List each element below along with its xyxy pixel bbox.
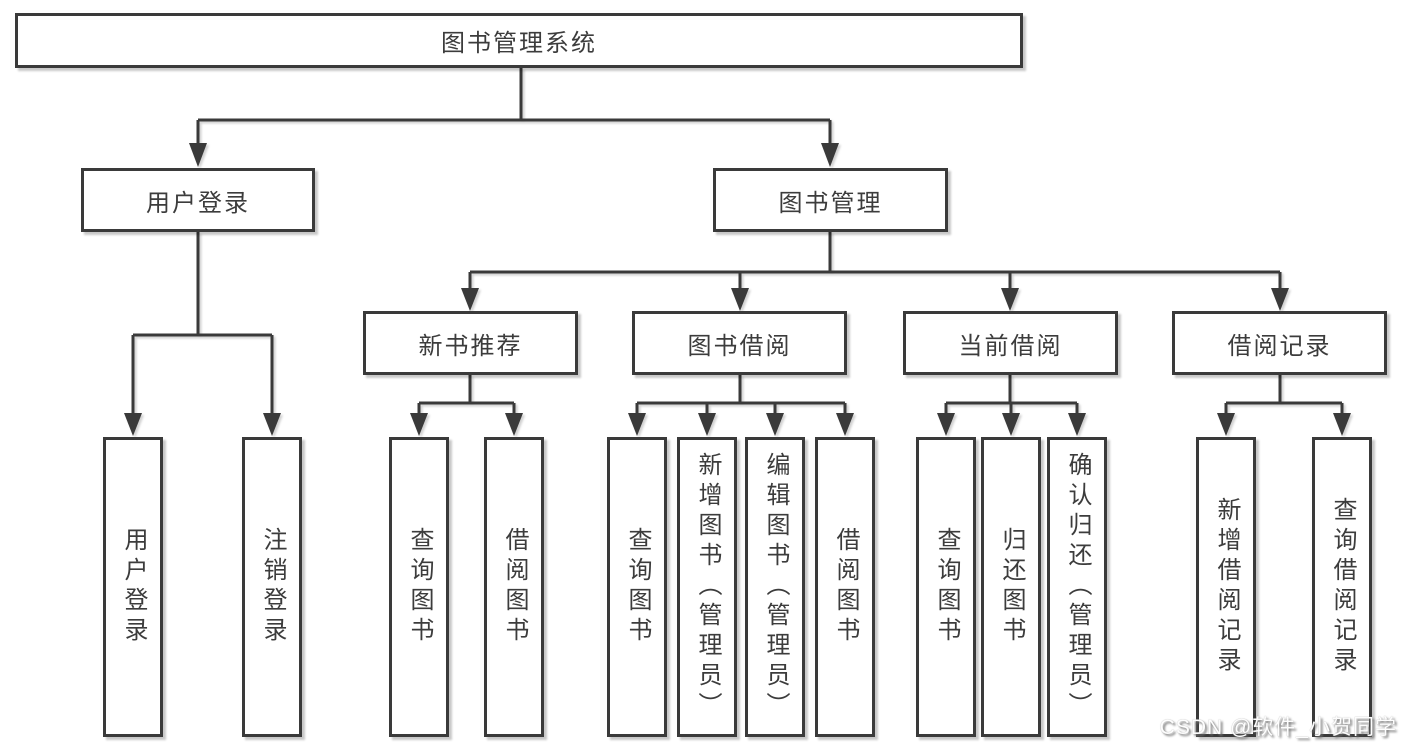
- leaf-confirm-return-admin-label: 确认归还（管理员）: [1064, 452, 1091, 722]
- leaf-edit-books-admin: 编辑图书（管理员）: [745, 437, 805, 737]
- arrowheads: [124, 143, 1351, 436]
- leaf-return-books: 归还图书: [981, 437, 1041, 737]
- leaf-add-books-admin: 新增图书（管理员）: [677, 437, 737, 737]
- csdn-watermark: CSDN @软件_小贺同学: [1159, 716, 1397, 739]
- leaf-borrow-books-2-label: 借阅图书: [832, 527, 859, 647]
- node-new-book-recommend-label: 新书推荐: [418, 332, 523, 360]
- leaf-return-books-label: 归还图书: [998, 527, 1025, 647]
- node-root-label: 图书管理系统: [441, 30, 597, 57]
- leaf-borrow-books-1: 借阅图书: [484, 437, 544, 737]
- leaf-query-books-2-label: 查询图书: [624, 527, 651, 647]
- node-current-borrow: 当前借阅: [903, 311, 1118, 375]
- leaf-query-borrow-record: 查询借阅记录: [1312, 437, 1372, 737]
- leaf-borrow-books-2: 借阅图书: [815, 437, 875, 737]
- leaf-user-login: 用户登录: [103, 437, 163, 737]
- node-current-borrow-label: 当前借阅: [958, 332, 1063, 360]
- leaf-query-books-1: 查询图书: [389, 437, 449, 737]
- leaf-query-books-2: 查询图书: [607, 437, 667, 737]
- leaf-add-borrow-record: 新增借阅记录: [1196, 437, 1256, 737]
- node-borrow-records: 借阅记录: [1172, 311, 1387, 375]
- leaf-query-books-1-label: 查询图书: [406, 527, 433, 647]
- node-new-book-recommend: 新书推荐: [363, 311, 578, 375]
- node-book-management: 图书管理: [713, 168, 948, 232]
- node-user-login: 用户登录: [81, 168, 315, 232]
- leaf-edit-books-admin-label: 编辑图书（管理员）: [762, 452, 789, 722]
- leaf-borrow-books-1-label: 借阅图书: [501, 527, 528, 647]
- leaf-logout-label: 注销登录: [259, 527, 286, 647]
- leaf-add-borrow-record-label: 新增借阅记录: [1213, 497, 1240, 677]
- node-book-borrow: 图书借阅: [632, 311, 847, 375]
- node-user-login-label: 用户登录: [146, 189, 250, 217]
- leaf-user-login-label: 用户登录: [120, 527, 147, 647]
- leaf-confirm-return-admin: 确认归还（管理员）: [1047, 437, 1107, 737]
- node-borrow-records-label: 借阅记录: [1227, 332, 1332, 360]
- node-book-management-label: 图书管理: [778, 189, 883, 217]
- node-book-borrow-label: 图书借阅: [687, 332, 792, 360]
- leaf-add-books-admin-label: 新增图书（管理员）: [694, 452, 721, 722]
- leaf-query-borrow-record-label: 查询借阅记录: [1329, 497, 1356, 677]
- leaf-logout: 注销登录: [242, 437, 302, 737]
- leaf-query-books-3: 查询图书: [916, 437, 976, 737]
- node-root-library-system: 图书管理系统: [15, 13, 1023, 68]
- leaf-query-books-3-label: 查询图书: [933, 527, 960, 647]
